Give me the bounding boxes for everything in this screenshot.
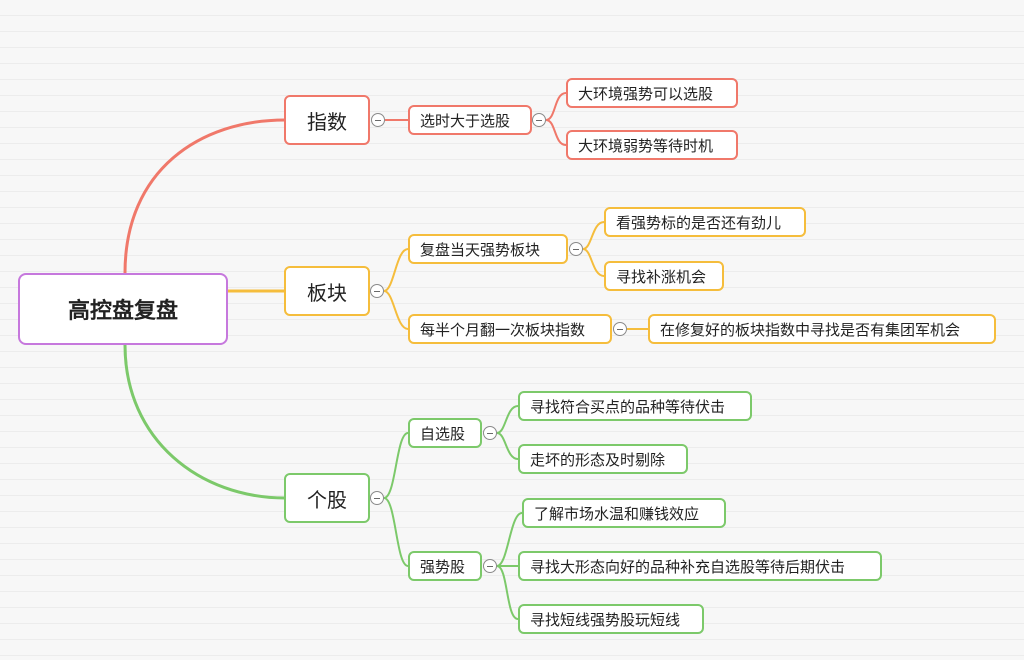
collapse-toggle-timing[interactable] [532,113,546,127]
topic-review-item-2-label: 寻找补涨机会 [616,267,707,286]
topic-sector[interactable]: 板块 [284,266,370,316]
topic-strong-item-3[interactable]: 寻找短线强势股玩短线 [518,604,704,634]
connector-strong-item-3 [496,565,519,620]
topic-timing-item-2[interactable]: 大环境弱势等待时机 [566,130,738,160]
collapse-toggle-index[interactable] [371,113,385,127]
topic-timing[interactable]: 选时大于选股 [408,105,532,135]
connector-stock-watchlist [383,432,409,499]
collapse-toggle-watchlist[interactable] [483,426,497,440]
connector-watchlist-item-1 [496,405,519,434]
connector-strong-item-1 [496,512,523,567]
connector-sector-review [383,248,409,292]
topic-strong-item-3-label: 寻找短线强势股玩短线 [530,610,681,629]
topic-sector-review-label: 复盘当天强势板块 [420,240,541,259]
collapse-toggle-stock[interactable] [370,491,384,505]
topic-sector-double[interactable]: 每半个月翻一次板块指数 [408,314,612,344]
topic-timing-item-1[interactable]: 大环境强势可以选股 [566,78,738,108]
topic-strong-label: 强势股 [420,557,466,576]
connector-watchlist-item-2 [496,432,519,460]
topic-sector-review[interactable]: 复盘当天强势板块 [408,234,568,264]
collapse-toggle-strong[interactable] [483,559,497,573]
topic-watchlist-item-1-label: 寻找符合买点的品种等待伏击 [530,397,726,416]
root-topic-label: 高控盘复盘 [67,299,178,324]
topic-strong[interactable]: 强势股 [408,551,482,581]
topic-review-item-2[interactable]: 寻找补涨机会 [604,261,724,291]
topic-watchlist[interactable]: 自选股 [408,418,482,448]
collapse-toggle-double[interactable] [613,322,627,336]
topic-strong-item-1[interactable]: 了解市场水温和赚钱效应 [522,498,726,528]
topic-watchlist-item-2-label: 走坏的形态及时剔除 [530,450,666,469]
topic-watchlist-label: 自选股 [420,424,466,443]
topic-timing-item-1-label: 大环境强势可以选股 [578,84,714,103]
connector-root-stock [123,344,286,500]
topic-double-item-1-label: 在修复好的板块指数中寻找是否有集团军机会 [660,320,961,339]
topic-watchlist-item-1[interactable]: 寻找符合买点的品种等待伏击 [518,391,752,421]
topic-index[interactable]: 指数 [284,95,370,145]
root-topic[interactable]: 高控盘复盘 [18,273,228,345]
connector-stock-strong [383,497,409,567]
topic-strong-item-1-label: 了解市场水温和赚钱效应 [534,504,700,523]
topic-stock[interactable]: 个股 [284,473,370,523]
topic-index-label: 指数 [307,109,347,134]
connector-root-index [123,118,286,274]
connector-review-item-1 [582,221,605,250]
topic-sector-double-label: 每半个月翻一次板块指数 [420,320,586,339]
connector-review-item-2 [582,248,605,277]
topic-timing-label: 选时大于选股 [420,111,511,130]
topic-timing-item-2-label: 大环境弱势等待时机 [578,136,714,155]
topic-review-item-1[interactable]: 看强势标的是否还有劲儿 [604,207,806,237]
topic-double-item-1[interactable]: 在修复好的板块指数中寻找是否有集团军机会 [648,314,996,344]
topic-strong-item-2-label: 寻找大形态向好的品种补充自选股等待后期伏击 [530,557,846,576]
topic-sector-label: 板块 [307,280,347,305]
connector-timing-item-1 [545,92,567,121]
topic-stock-label: 个股 [307,487,347,512]
connector-timing-item-2 [545,119,567,146]
topic-strong-item-2[interactable]: 寻找大形态向好的品种补充自选股等待后期伏击 [518,551,882,581]
topic-watchlist-item-2[interactable]: 走坏的形态及时剔除 [518,444,688,474]
collapse-toggle-review[interactable] [569,242,583,256]
connector-sector-double [383,290,409,330]
collapse-toggle-sector[interactable] [370,284,384,298]
topic-review-item-1-label: 看强势标的是否还有劲儿 [616,213,782,232]
